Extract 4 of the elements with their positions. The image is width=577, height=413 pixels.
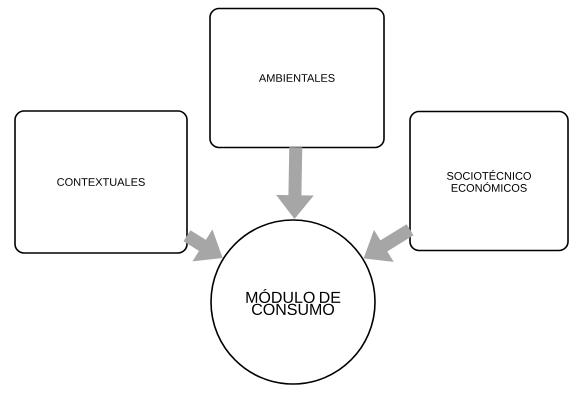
rounded-box: SOCIOTÉCNICO ECONÓMICOS [409,110,569,252]
rounded-box: AMBIENTALES [209,8,385,148]
circle-node: MÓDULO DE CONSUMO [210,219,376,385]
rounded-box: CONTEXTUALES [14,110,188,254]
